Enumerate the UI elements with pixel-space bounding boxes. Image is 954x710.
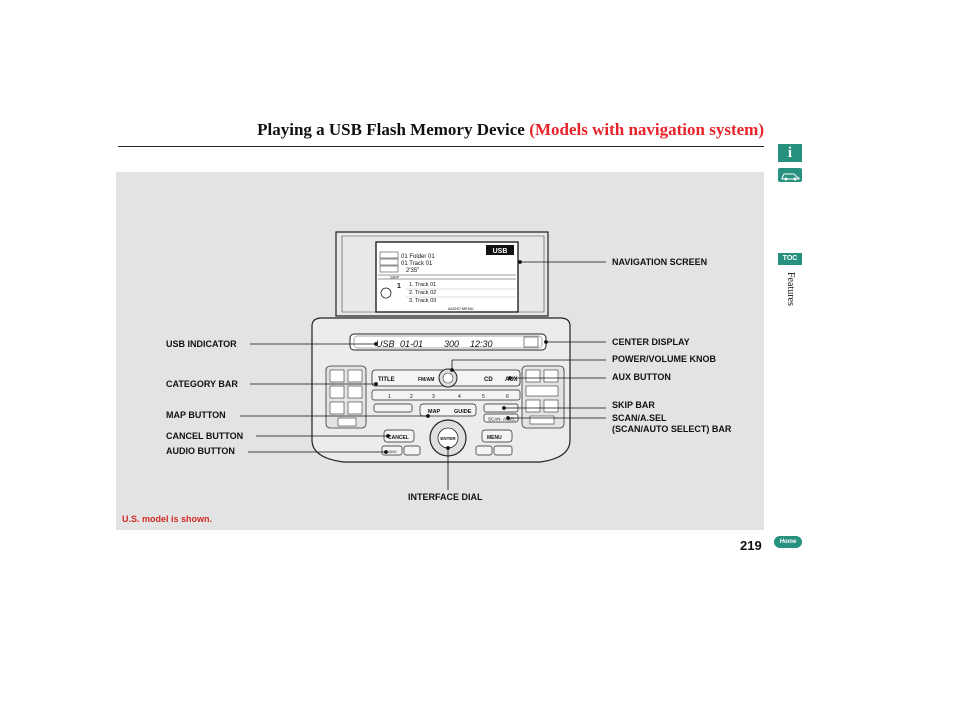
screen-skip: SKIP bbox=[390, 275, 399, 280]
svg-text:6: 6 bbox=[506, 394, 509, 400]
label-center-display: CENTER DISPLAY bbox=[612, 337, 690, 347]
screen-usb-text: USB bbox=[493, 248, 508, 255]
info-icon[interactable]: i bbox=[778, 144, 802, 162]
display-time: 300 bbox=[444, 339, 459, 349]
screen-list-num: 1 bbox=[397, 283, 401, 290]
screen-usb-tag bbox=[486, 245, 514, 255]
screen-track-1: 1. Track 01 bbox=[409, 282, 436, 288]
svg-text:CANCEL: CANCEL bbox=[388, 435, 409, 441]
label-skip-bar: SKIP BAR bbox=[612, 400, 655, 410]
screen-folder: 01 Folder 01 bbox=[401, 254, 435, 260]
screen-time: 2'35" bbox=[406, 268, 419, 274]
label-category-bar: CATEGORY BAR bbox=[166, 379, 238, 389]
home-button[interactable]: Home bbox=[774, 536, 802, 548]
btn-cd: CD bbox=[484, 377, 493, 383]
preset-bar bbox=[371, 389, 521, 401]
dash-inner bbox=[341, 235, 545, 313]
btn-fm-am: FM/AM bbox=[418, 377, 434, 383]
label-navigation-screen: NAVIGATION SCREEN bbox=[612, 257, 708, 267]
display-folder-track: 01-01 bbox=[400, 339, 423, 349]
title-main: Playing a USB Flash Memory Device bbox=[257, 120, 525, 139]
btn-map: MAP bbox=[428, 409, 441, 415]
label-scan-asel: SCAN/A.SEL bbox=[612, 413, 667, 423]
btn-guide: GUIDE bbox=[454, 409, 472, 415]
display-usb: USB bbox=[376, 339, 395, 349]
label-usb-indicator: USB INDICATOR bbox=[166, 339, 237, 349]
label-scan-auto-select: (SCAN/AUTO SELECT) BAR bbox=[612, 424, 732, 434]
screen-track: 01 Track 01 bbox=[401, 261, 433, 267]
svg-text:SCAN: SCAN bbox=[488, 417, 501, 422]
btn-title: TITLE bbox=[378, 377, 395, 383]
label-interface-dial: INTERFACE DIAL bbox=[408, 492, 483, 502]
btn-aux: AUX bbox=[505, 377, 518, 383]
btn-enter: ENTER bbox=[440, 436, 456, 441]
label-power-volume-knob: POWER/VOLUME KNOB bbox=[612, 354, 717, 364]
label-audio-button: AUDIO BUTTON bbox=[166, 446, 235, 456]
svg-text:1: 1 bbox=[388, 394, 391, 400]
svg-text:3: 3 bbox=[432, 394, 435, 400]
page-title: Playing a USB Flash Memory Device (Model… bbox=[118, 120, 764, 144]
menu-button bbox=[481, 429, 513, 443]
car-shape-icon bbox=[781, 173, 800, 181]
screen-disc-icon bbox=[380, 287, 392, 299]
section-label: Features bbox=[785, 272, 796, 306]
svg-text:5: 5 bbox=[482, 394, 485, 400]
page-number: 219 bbox=[740, 538, 762, 553]
label-aux-button: AUX BUTTON bbox=[612, 372, 671, 382]
label-map-button: MAP BUTTON bbox=[166, 410, 226, 420]
model-note: U.S. model is shown. bbox=[122, 514, 213, 524]
map-guide-button bbox=[419, 403, 477, 417]
svg-text:A.SEL: A.SEL bbox=[503, 417, 516, 422]
svg-text:4: 4 bbox=[458, 394, 461, 400]
display-clock: 12:30 bbox=[470, 339, 493, 349]
screen-track-3: 3. Track 03 bbox=[409, 298, 436, 304]
svg-text:AUDIO: AUDIO bbox=[384, 449, 397, 454]
toc-button[interactable]: TOC bbox=[778, 253, 802, 265]
title-sub: (Models with navigation system) bbox=[529, 120, 764, 139]
screen-track-2: 2. Track 02 bbox=[409, 290, 436, 296]
title-rule bbox=[118, 146, 764, 147]
svg-text:MENU: MENU bbox=[487, 435, 502, 441]
svg-text:2: 2 bbox=[410, 394, 413, 400]
screen-audio-menu: AUDIO MENU bbox=[448, 306, 474, 311]
car-icon[interactable] bbox=[778, 168, 802, 182]
label-cancel-button: CANCEL BUTTON bbox=[166, 431, 244, 441]
